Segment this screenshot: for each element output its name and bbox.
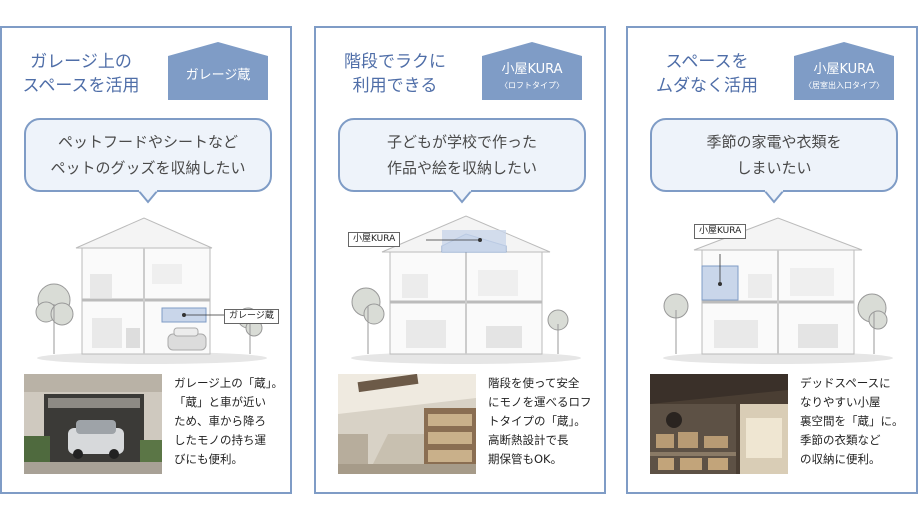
- badge-label: 小屋KURA: [813, 62, 875, 77]
- callout-label: ガレージ蔵: [224, 309, 279, 324]
- speech-bubble: 子どもが学校で作った 作品や絵を収納したい: [338, 118, 586, 192]
- bubble-tail-icon: [138, 190, 158, 204]
- house-shape-badge-icon: [794, 42, 894, 100]
- storage-card-garage: ガレージ上の スペースを活用 ガレージ蔵 ペットフードやシートなど ペットのグッ…: [0, 26, 292, 494]
- callout-label: 小屋KURA: [348, 232, 401, 247]
- badge-garage-kura: ガレージ蔵: [168, 42, 268, 100]
- bubble-tail-icon: [452, 190, 472, 204]
- badge-label: 小屋KURA: [501, 62, 563, 77]
- house-cutaway-illustration: [351, 215, 581, 364]
- badge-sublabel: 〈ロフトタイプ〉: [500, 81, 564, 90]
- loft-photo: [338, 374, 476, 474]
- storage-card-room-entrance: スペースを ムダなく活用 小屋KURA 〈居室出入口タイプ〉 季節の家電や衣類を…: [626, 26, 918, 494]
- card-description: ガレージ上の「蔵」。 「蔵」と車が近い ため、車から降ろ したモノの持ち運 びに…: [174, 376, 284, 466]
- house-shape-badge-icon: [168, 42, 268, 100]
- speech-bubble: 季節の家電や衣類を しまいたい: [650, 118, 898, 192]
- speech-bubble: ペットフードやシートなど ペットのグッズを収納したい: [24, 118, 272, 192]
- badge-koya-kura-room: 小屋KURA 〈居室出入口タイプ〉: [794, 42, 894, 100]
- house-cutaway-illustration: [35, 217, 267, 364]
- badge-sublabel: 〈居室出入口タイプ〉: [804, 81, 884, 90]
- house-cutaway-illustration: [663, 217, 893, 364]
- card-description: デッドスペースに なりやすい小屋 裏空間を「蔵」に。 季節の衣類など の収納に便…: [800, 376, 904, 466]
- badge-label: ガレージ蔵: [185, 68, 251, 83]
- callout-label: 小屋KURA: [694, 224, 747, 239]
- garage-photo: [24, 374, 162, 474]
- card-title: 階段でラクに 利用できる: [344, 52, 446, 96]
- card-title: ガレージ上の スペースを活用: [22, 52, 140, 96]
- storage-card-loft: 階段でラクに 利用できる 小屋KURA 〈ロフトタイプ〉 子どもが学校で作った …: [314, 26, 606, 494]
- bubble-tail-icon: [764, 190, 784, 204]
- card-title: スペースを ムダなく活用: [656, 52, 758, 96]
- house-shape-badge-icon: [482, 42, 582, 100]
- attic-storage-photo: [650, 374, 788, 474]
- badge-koya-kura-loft: 小屋KURA 〈ロフトタイプ〉: [482, 42, 582, 100]
- card-description: 階段を使って安全 にモノを運べるロフ トタイプの「蔵」。 高断熱設計で長 期保管…: [488, 376, 592, 466]
